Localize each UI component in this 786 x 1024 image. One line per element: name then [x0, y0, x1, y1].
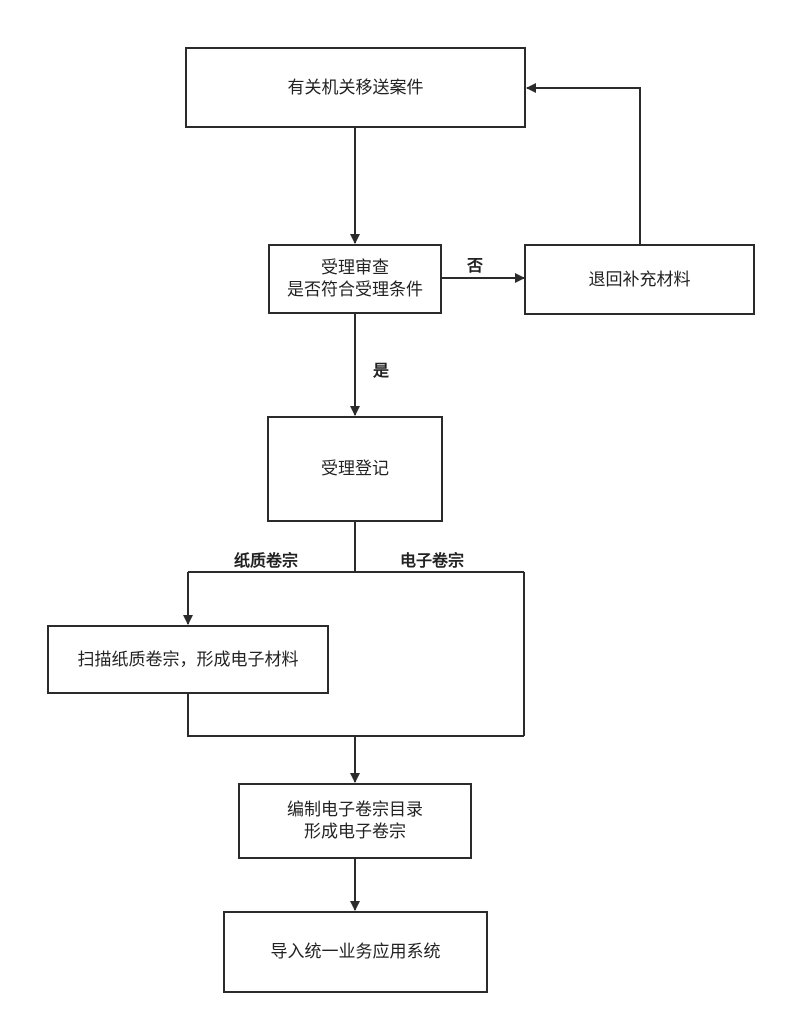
node-register-label: 受理登记 — [321, 459, 389, 479]
node-transfer: 有关机关移送案件 — [185, 47, 526, 128]
node-review: 受理审查 是否符合受理条件 — [268, 244, 442, 314]
edge-label-electronic: 电子卷宗 — [400, 551, 465, 570]
edge-label-yes: 是 — [373, 361, 390, 380]
node-return-label: 退回补充材料 — [588, 269, 691, 290]
node-compile-line2: 形成电子卷宗 — [304, 822, 406, 842]
node-transfer-label: 有关机关移送案件 — [287, 77, 424, 98]
node-return: 退回补充材料 — [524, 244, 755, 315]
node-scan: 扫描纸质卷宗，形成电子材料 — [47, 625, 329, 694]
edge-label-no: 否 — [467, 256, 484, 275]
arrow-return-to-transfer — [526, 83, 641, 244]
node-review-line2: 是否符合受理条件 — [287, 280, 423, 300]
node-compile: 编制电子卷宗目录 形成电子卷宗 — [238, 783, 472, 859]
line-scan-to-merge — [187, 693, 524, 737]
node-import: 导入统一业务应用系统 — [223, 911, 488, 993]
node-compile-line1: 编制电子卷宗目录 — [287, 800, 423, 820]
node-review-line1: 受理审查 — [321, 258, 389, 278]
node-import-label: 导入统一业务应用系统 — [270, 942, 441, 962]
node-scan-label: 扫描纸质卷宗，形成电子材料 — [77, 649, 299, 670]
node-register: 受理登记 — [267, 416, 443, 522]
edge-label-paper: 纸质卷宗 — [234, 551, 299, 570]
